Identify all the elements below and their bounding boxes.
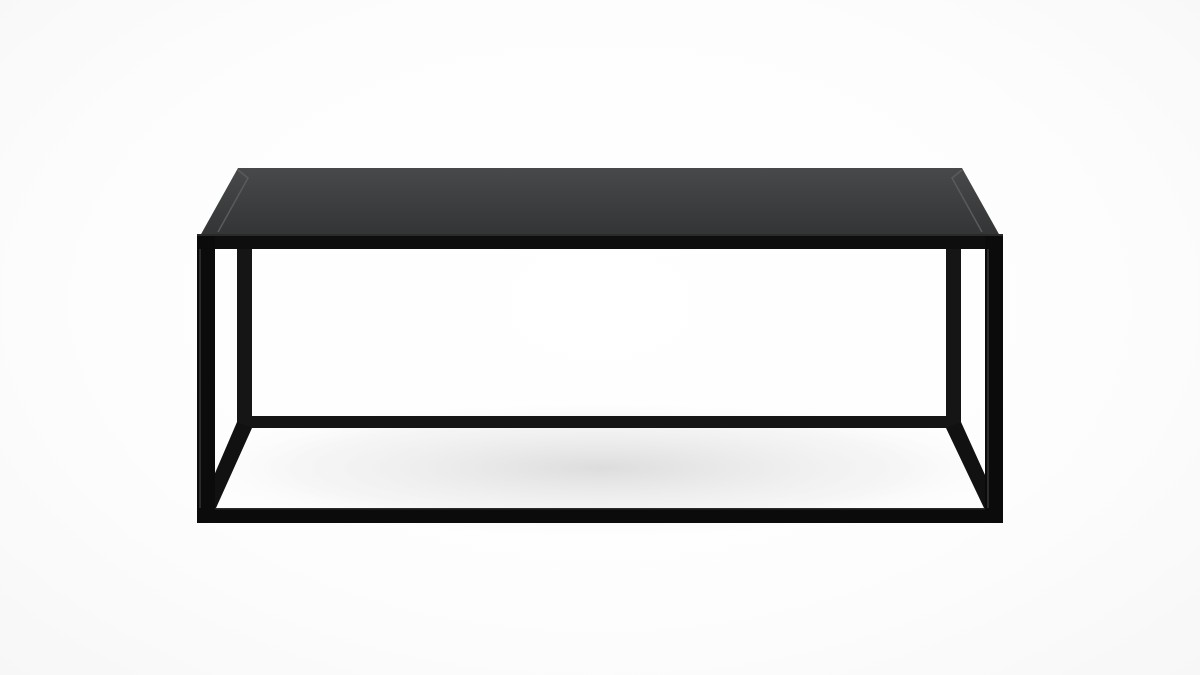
- tabletop-surface: [200, 168, 1000, 236]
- top-front-rail: [197, 234, 1003, 249]
- front-legs: [197, 236, 1003, 523]
- back-frame: [237, 248, 961, 428]
- tabletop-bevel-right: [951, 169, 983, 233]
- floor-shadow: [170, 398, 1030, 538]
- top-front-rail-edge: [197, 234, 1003, 236]
- leg-highlights: [199, 249, 989, 521]
- tabletop-bevel-left: [217, 169, 249, 233]
- front-bottom-rail-edge: [215, 508, 985, 510]
- front-bottom-rail: [197, 508, 1003, 523]
